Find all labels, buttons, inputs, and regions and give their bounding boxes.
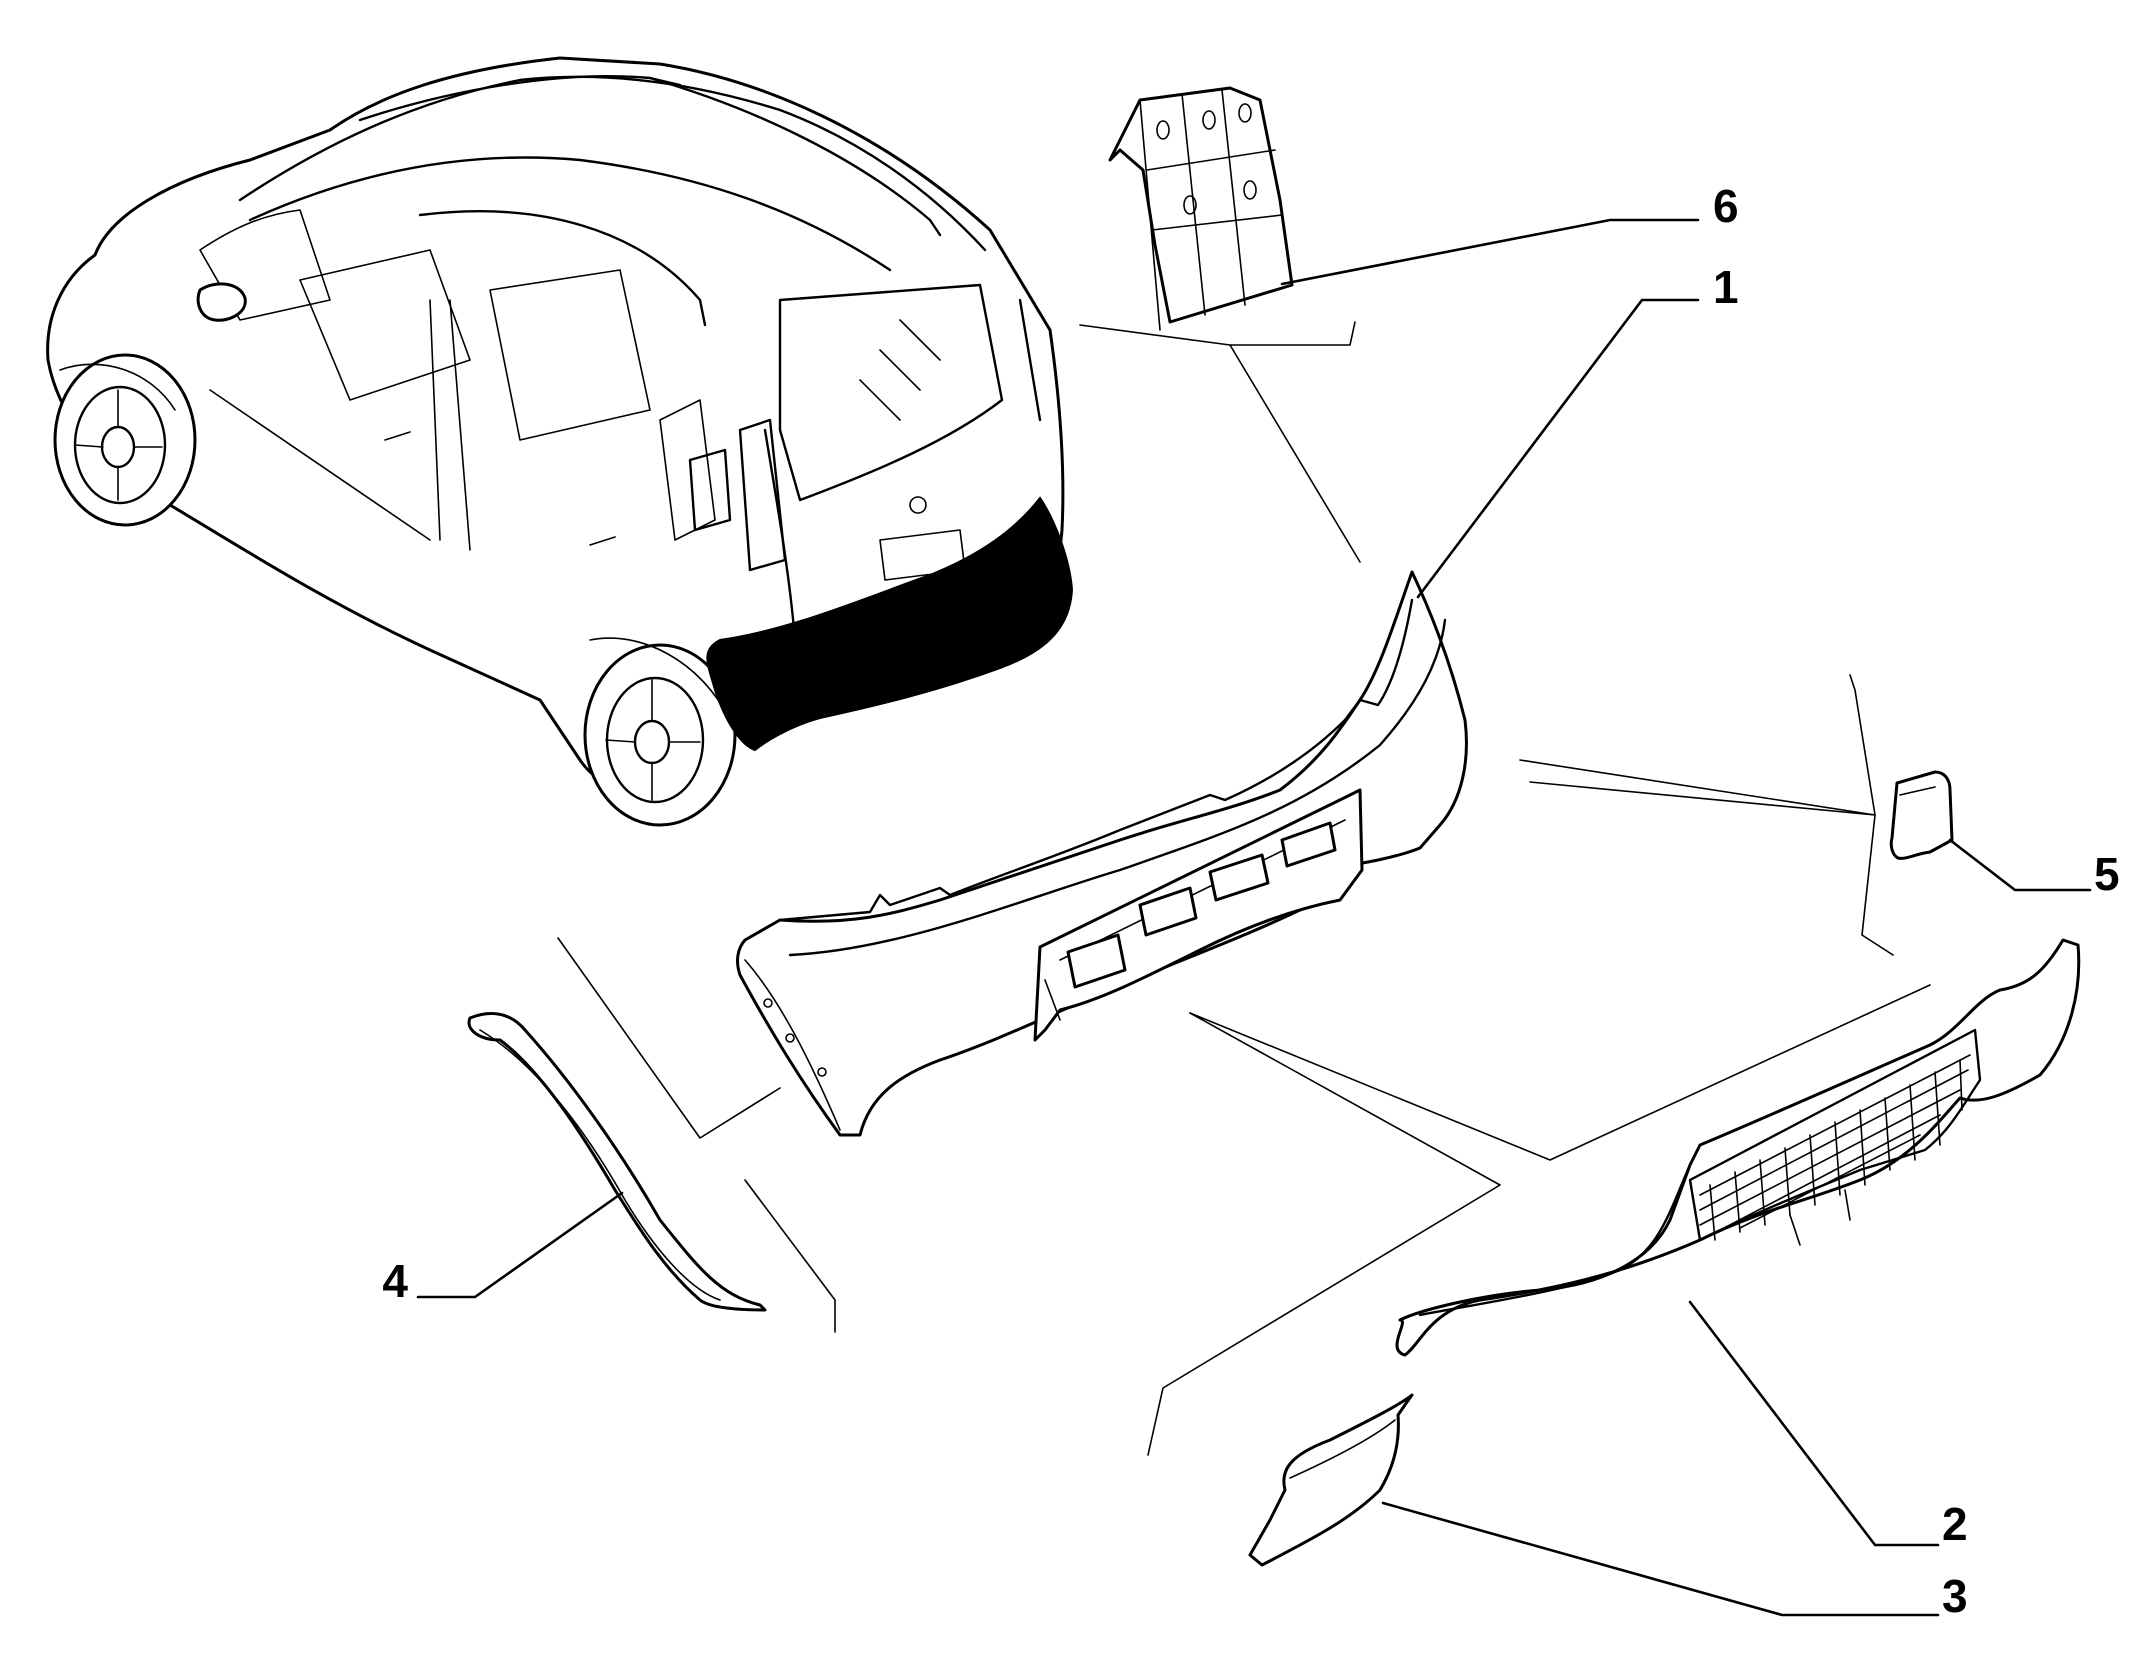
front-wheel: [53, 353, 197, 527]
mounting-bracket-part: [1108, 86, 1294, 331]
rear-bumper-part: [736, 570, 1468, 1137]
wheel-arch-part: [467, 1012, 767, 1312]
callout-1: 1: [1713, 261, 1739, 313]
callout-6: 6: [1713, 180, 1739, 232]
tow-hook-cover-part: [1889, 770, 1954, 860]
bumper-location-highlight: [706, 496, 1074, 752]
skid-plate-part: [1395, 938, 2081, 1357]
side-trim-part: [1248, 1393, 1414, 1567]
rear-wheel: [583, 637, 737, 827]
assembly-guide-lines: [557, 321, 1931, 1456]
callout-4: 4: [382, 1255, 408, 1307]
callout-3: 3: [1942, 1570, 1968, 1622]
callout-5: 5: [2094, 848, 2120, 900]
skid-plate-grille-mesh: [1699, 1054, 1971, 1241]
car-illustration: [46, 56, 1074, 827]
callout-2: 2: [1942, 1498, 1968, 1550]
callout-leaders: [416, 218, 2092, 1617]
